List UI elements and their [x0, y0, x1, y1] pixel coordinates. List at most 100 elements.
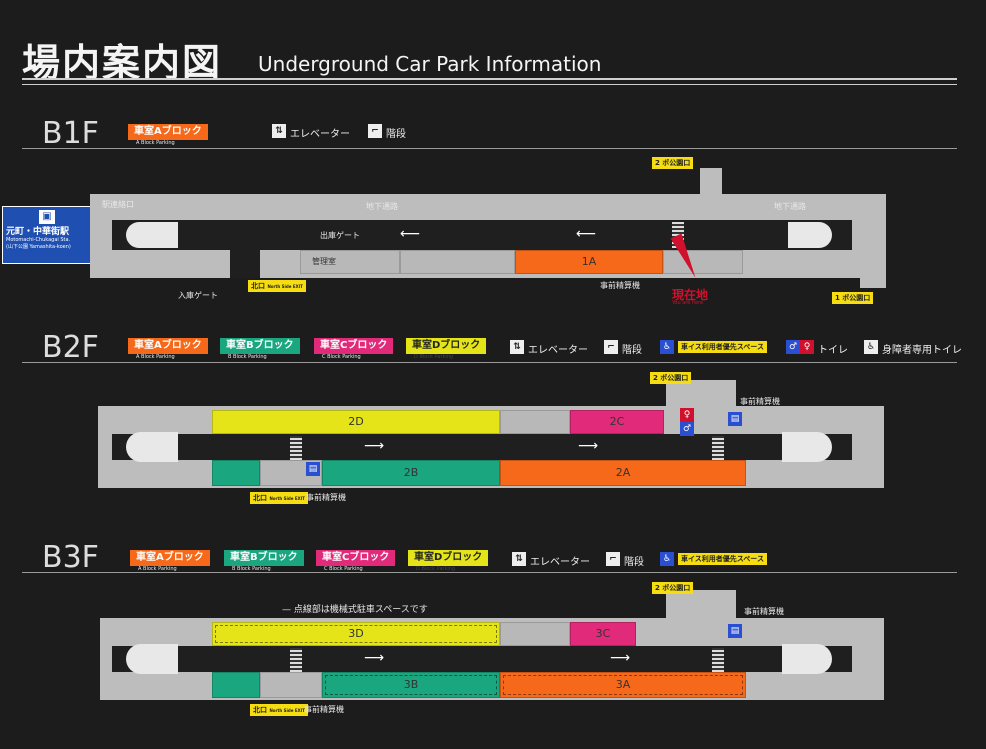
legend-block-c: 車室Cブロック C Block Parking — [316, 550, 396, 572]
label-underground-passage-1: 地下通路 — [366, 202, 398, 211]
label-station-passage: 駅連絡口 — [102, 200, 134, 209]
b2f-ramp-right — [782, 432, 832, 462]
floor-label-b3f: B3F — [42, 540, 99, 575]
legend-stairs-label: 階段 — [386, 129, 406, 140]
b3f-stairs-right — [712, 648, 724, 672]
b3f-ramp-right — [782, 644, 832, 674]
legend-wheelchair-label: 車イス利用者優先スペース — [678, 553, 767, 565]
b2f-block-2d: 2D — [212, 410, 500, 434]
b1f-block-1a: 1A — [515, 250, 663, 274]
north-exit-en: North Side EXIT — [269, 708, 305, 713]
north-exit-label: 北口 — [253, 706, 267, 714]
accessible-toilet-icon: ♿ — [864, 340, 878, 354]
b2f-core — [666, 380, 736, 410]
legend-elevator-label: エレベーター — [530, 557, 590, 568]
legend-sub: D Block Parking — [414, 354, 454, 360]
legend-block-a: 車室Aブロック A Block Parking — [128, 124, 208, 146]
legend-accessible-toilet-label: 身障者専用トイレ — [882, 345, 962, 356]
legend-label: 車室Dブロック — [414, 552, 483, 563]
label-underground-passage-2: 地下通路 — [774, 202, 806, 211]
label-entry-gate: 入庫ゲート — [178, 291, 218, 300]
b3f-ramp-left — [126, 644, 178, 674]
you-are-here-label: 現在地 — [672, 288, 709, 302]
payment-machine-icon: ▤ — [728, 624, 742, 638]
legend-label: 車室Bブロック — [230, 552, 298, 563]
legend-label: 車室Bブロック — [226, 340, 294, 351]
legend-label: 車室Cブロック — [322, 552, 390, 563]
b3f-exit2: 2 ポ公園口 — [652, 582, 694, 594]
legend-sub: D Block Parking — [416, 566, 456, 572]
elevator-icon: ⇅ — [272, 124, 286, 138]
wheelchair-icon: ♿ — [660, 552, 674, 566]
b1f-entry-lane — [230, 220, 260, 278]
b1f-arrow-left-1: ⟵ — [400, 226, 421, 242]
b2f-block-2b: 2B — [322, 460, 500, 486]
legend-stairs-label: 階段 — [624, 557, 644, 568]
mechanical-note-text: 点線部は機械式駐車スペースです — [293, 605, 428, 615]
b3f-core-bottom — [260, 672, 322, 698]
label-control-room: 管理室 — [312, 257, 336, 266]
legend-elevator-label: エレベーター — [528, 345, 588, 356]
legend-wheelchair-label: 車イス利用者優先スペース — [678, 341, 767, 353]
b3f-block-3b: 3B — [322, 672, 500, 698]
wheelchair-icon: ♿ — [660, 340, 674, 354]
b1f-exit1-core — [860, 262, 886, 288]
toilet-icon: ♂ — [786, 340, 800, 354]
b2f-stall — [500, 410, 570, 434]
b1f-exit2: 2 ポ公園口 — [652, 157, 694, 169]
elevator-icon: ⇅ — [512, 552, 526, 566]
b2f-ramp-left — [126, 432, 178, 462]
station-name-en: Motomachi-Chukagai Sta. — [6, 237, 71, 243]
floor-label-b1f: B1F — [42, 116, 99, 151]
label-exit-gate: 出庫ゲート — [320, 231, 360, 240]
page-title-en: Underground Car Park Information — [258, 52, 602, 76]
payment-machine-icon: ▤ — [306, 462, 320, 476]
b2f-north-exit: 北口 North Side EXIT — [250, 492, 308, 504]
b2f-divider — [22, 362, 957, 363]
b2f-arrow-right-1: ⟶ — [364, 438, 385, 454]
b2f-stairs-left — [290, 436, 302, 460]
page-title-jp: 場内案内図 — [22, 41, 223, 85]
toilet-female-icon: ♀ — [800, 340, 814, 354]
legend-sub: B Block Parking — [232, 566, 271, 572]
north-exit-label: 北口 — [251, 282, 265, 290]
label-payment-b2f-right: 事前精算機 — [740, 397, 780, 406]
legend-block-b: 車室Bブロック B Block Parking — [224, 550, 304, 572]
station-sign: ▣ 元町・中華街駅 Motomachi-Chukagai Sta. (山下公園 … — [2, 206, 92, 264]
b2f-stairs-right — [712, 436, 724, 460]
b1f-stall-right — [663, 250, 743, 274]
b1f-stair-core — [700, 168, 722, 196]
legend-sub: C Block Parking — [324, 566, 363, 572]
stairs-icon: ⌐ — [368, 124, 382, 138]
b1f-divider — [22, 148, 957, 149]
legend-elevator-label: エレベーター — [290, 129, 350, 140]
b1f-exit1: 1 ポ公園口 — [832, 292, 874, 304]
b1f-north-exit: 北口 North Side EXIT — [248, 280, 306, 292]
legend-sub: C Block Parking — [322, 354, 361, 360]
train-icon: ▣ — [39, 210, 55, 224]
north-exit-en: North Side EXIT — [267, 284, 303, 289]
you-are-here-en: You are here — [672, 300, 704, 306]
legend-sub: A Block Parking — [138, 566, 177, 572]
b2f-block-2a: 2A — [500, 460, 746, 486]
north-exit-label: 北口 — [253, 494, 267, 502]
station-sub: (山下公園 Yamashita-koen) — [6, 244, 71, 250]
toilet-icon: ♂ — [680, 422, 694, 436]
b1f-ramp-left — [126, 222, 178, 248]
legend-label: 車室Aブロック — [134, 340, 202, 351]
b3f-block-3a: 3A — [500, 672, 746, 698]
label-payment-b1f: 事前精算機 — [600, 281, 640, 290]
b1f-arrow-left-2: ⟵ — [576, 226, 597, 242]
b3f-road — [112, 646, 852, 672]
b1f-stairs — [672, 222, 684, 248]
b3f-divider — [22, 572, 957, 573]
b3f-block-3d: 3D — [212, 622, 500, 646]
elevator-icon: ⇅ — [510, 340, 524, 354]
b3f-stall — [500, 622, 570, 646]
stairs-icon: ⌐ — [604, 340, 618, 354]
legend-stairs-label: 階段 — [622, 345, 642, 356]
